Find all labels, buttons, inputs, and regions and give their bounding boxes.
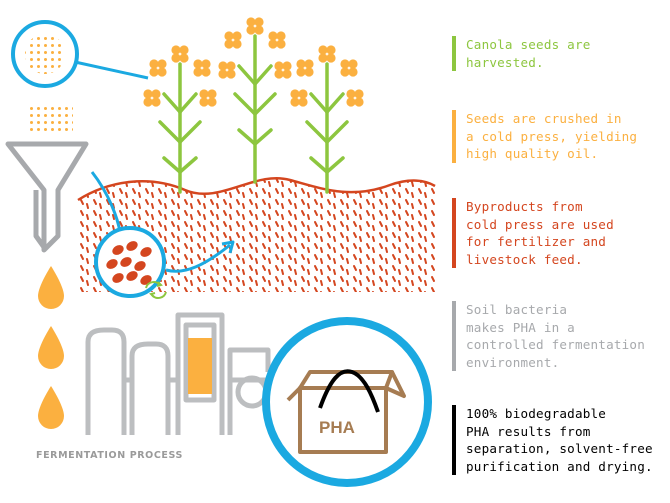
step-byproducts: Byproducts from cold press are used for … [452,198,667,268]
cold-press-funnel [5,141,89,253]
canola-plant [290,45,364,194]
step-crush: Seeds are crushed in a cold press, yield… [452,110,667,163]
canola-plant [143,45,217,194]
canola-flower [149,59,167,77]
canola-plants [143,17,364,194]
step-fermentation-text: Soil bacteria makes PHA in a controlled … [466,302,645,370]
canola-flower [171,45,189,63]
canola-flower [199,89,217,107]
byproduct-bean [134,261,146,271]
step-harvest: Canola seeds are harvested. [452,36,667,71]
step-byproducts-text: Byproducts from cold press are used for … [466,199,614,267]
byproduct-bean [112,273,124,283]
canola-flower [318,45,336,63]
fermentation-fill [188,338,212,394]
byproduct-bean [120,257,132,267]
recycle-icon [145,281,167,299]
canola-flower [274,61,292,79]
canola-flower [218,61,236,79]
box-handle [318,369,380,413]
canola-flower [346,89,364,107]
canola-flower [193,59,211,77]
seeds-magnifier [11,20,149,88]
falling-seeds [29,104,73,134]
byproduct-magnifier [90,171,235,299]
byproduct-bean [106,259,118,269]
canola-flower [246,17,264,35]
byproduct-bean [140,247,152,257]
byproduct-bean [126,271,138,281]
canola-flower [290,89,308,107]
process-label: FERMENTATION PROCESS [36,450,183,461]
canola-flower [296,59,314,77]
canola-plant [218,17,292,184]
canola-flower [340,59,358,77]
fermentation-machinery [85,312,271,435]
step-pha-text: 100% biodegradable PHA results from sepa… [466,406,653,474]
canola-flower [143,89,161,107]
canola-flower [224,31,242,49]
step-crush-text: Seeds are crushed in a cold press, yield… [466,111,638,161]
byproduct-bean [112,245,124,255]
pha-magnifier [262,317,432,487]
byproduct-bean [126,241,138,251]
box-label: PHA [319,418,355,437]
step-fermentation: Soil bacteria makes PHA in a controlled … [452,301,667,371]
step-harvest-text: Canola seeds are harvested. [466,37,591,70]
step-pha: 100% biodegradable PHA results from sepa… [452,405,667,475]
canola-flower [268,31,286,49]
oil-drops [38,266,64,429]
